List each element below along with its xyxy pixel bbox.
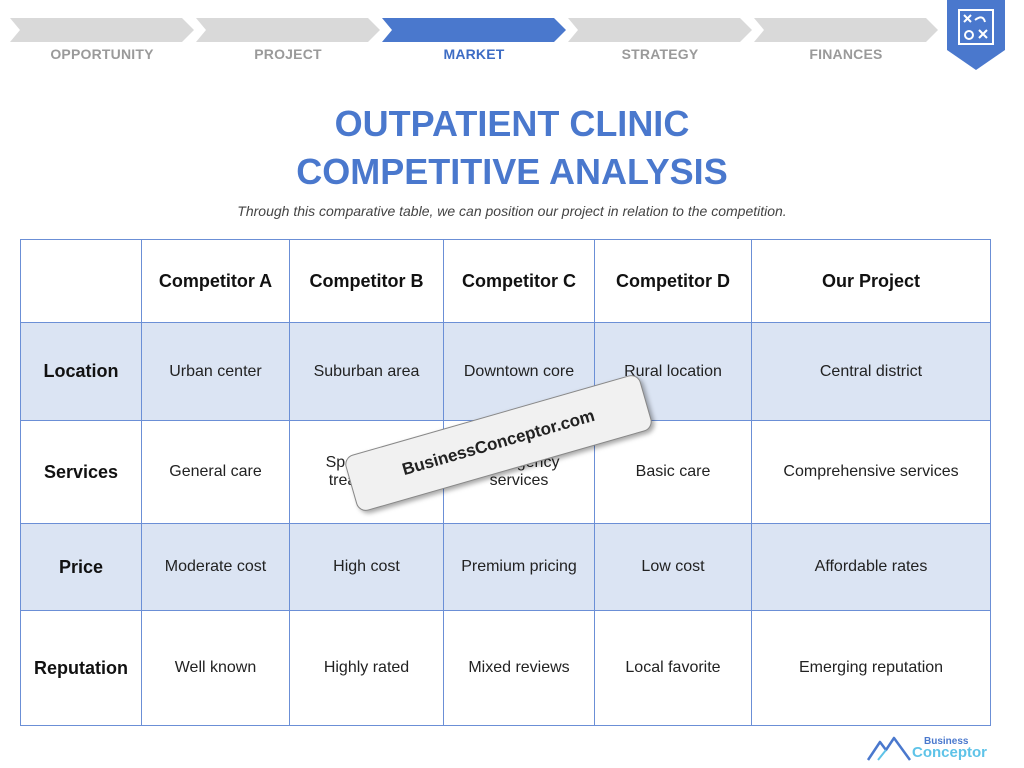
step-label: PROJECT xyxy=(254,46,322,62)
table-row: Reputation Well known Highly rated Mixed… xyxy=(20,610,991,726)
table-cell: Emerging reputation xyxy=(751,610,991,726)
chevron-shape xyxy=(382,18,566,42)
table-cell: Mixed reviews xyxy=(443,610,595,726)
row-header: Location xyxy=(20,322,142,421)
column-header: Competitor B xyxy=(289,239,444,323)
table-cell: Central district xyxy=(751,322,991,421)
title-line-1: OUTPATIENT CLINIC xyxy=(334,103,690,144)
chevron-shape xyxy=(754,18,938,42)
empty-corner-cell xyxy=(20,239,142,323)
competitive-analysis-table: Competitor A Competitor B Competitor C C… xyxy=(20,239,991,726)
step-label: OPPORTUNITY xyxy=(50,46,154,62)
step-label: STRATEGY xyxy=(621,46,699,62)
chevron-shape xyxy=(568,18,752,42)
business-conceptor-logo: Business Conceptor xyxy=(866,732,991,762)
step-label: MARKET xyxy=(443,46,505,62)
title-line-2: COMPETITIVE ANALYSIS xyxy=(296,151,728,192)
mountain-logo-icon xyxy=(866,736,912,761)
chevron-shape xyxy=(10,18,194,42)
column-header: Our Project xyxy=(751,239,991,323)
table-cell: Premium pricing xyxy=(443,523,595,611)
step-market[interactable]: MARKET xyxy=(382,18,566,70)
page-title: OUTPATIENT CLINIC COMPETITIVE ANALYSIS xyxy=(0,100,1024,196)
step-strategy[interactable]: STRATEGY xyxy=(568,18,752,70)
row-header: Services xyxy=(20,420,142,524)
table-cell: Affordable rates xyxy=(751,523,991,611)
step-opportunity[interactable]: OPPORTUNITY xyxy=(10,18,194,70)
step-project[interactable]: PROJECT xyxy=(196,18,380,70)
table-cell: High cost xyxy=(289,523,444,611)
table-cell: Urban center xyxy=(141,322,290,421)
logo-text-conceptor: Conceptor xyxy=(912,744,987,761)
table-cell: Local favorite xyxy=(594,610,752,726)
table-cell: Highly rated xyxy=(289,610,444,726)
table-cell: Basic care xyxy=(594,420,752,524)
chevron-shape xyxy=(196,18,380,42)
table-cell: Moderate cost xyxy=(141,523,290,611)
page-subtitle: Through this comparative table, we can p… xyxy=(237,203,787,219)
table-cell: Low cost xyxy=(594,523,752,611)
header-row: Competitor A Competitor B Competitor C C… xyxy=(20,239,991,323)
column-header: Competitor C xyxy=(443,239,595,323)
table-cell: Well known xyxy=(141,610,290,726)
step-finances[interactable]: FINANCES xyxy=(754,18,938,70)
table-cell: Comprehensive services xyxy=(751,420,991,524)
puzzle-tactics-icon xyxy=(947,0,1005,70)
column-header: Competitor D xyxy=(594,239,752,323)
progress-steps: OPPORTUNITY PROJECT MARKET STRATEGY FINA… xyxy=(10,18,940,70)
column-header: Competitor A xyxy=(141,239,290,323)
corner-badge xyxy=(947,0,1005,72)
table-cell: General care xyxy=(141,420,290,524)
row-header: Price xyxy=(20,523,142,611)
table-row: Price Moderate cost High cost Premium pr… xyxy=(20,523,991,611)
table-cell: Suburban area xyxy=(289,322,444,421)
row-header: Reputation xyxy=(20,610,142,726)
step-label: FINANCES xyxy=(809,46,883,62)
logo-text-business: Business xyxy=(924,736,969,747)
table-row: Location Urban center Suburban area Down… xyxy=(20,322,991,421)
